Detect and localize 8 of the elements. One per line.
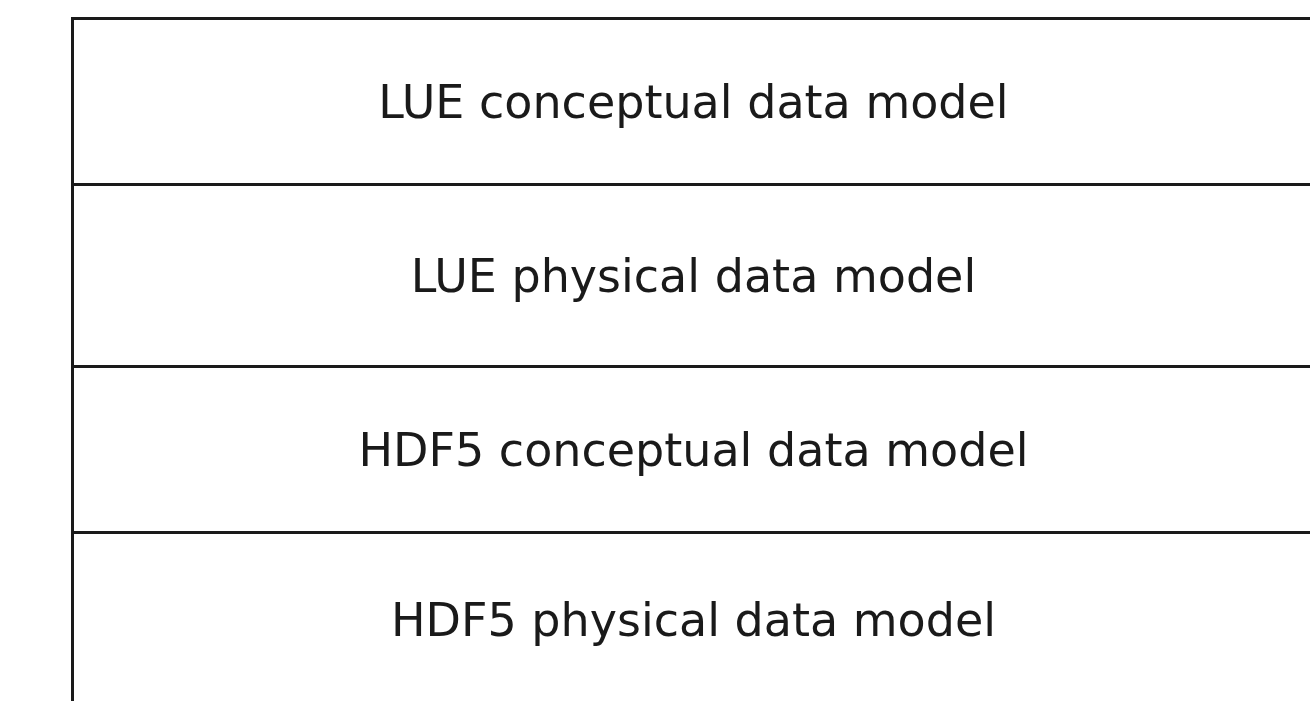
layer-band xyxy=(71,531,1310,701)
layer-label: HDF5 physical data model xyxy=(391,591,996,649)
layer-label: HDF5 conceptual data model xyxy=(358,421,1029,479)
layer-label: LUE conceptual data model xyxy=(378,73,1009,131)
layer-band xyxy=(71,365,1310,532)
layer-band xyxy=(71,183,1310,366)
layer-band xyxy=(71,17,1310,184)
layer-label: LUE physical data model xyxy=(410,247,977,305)
